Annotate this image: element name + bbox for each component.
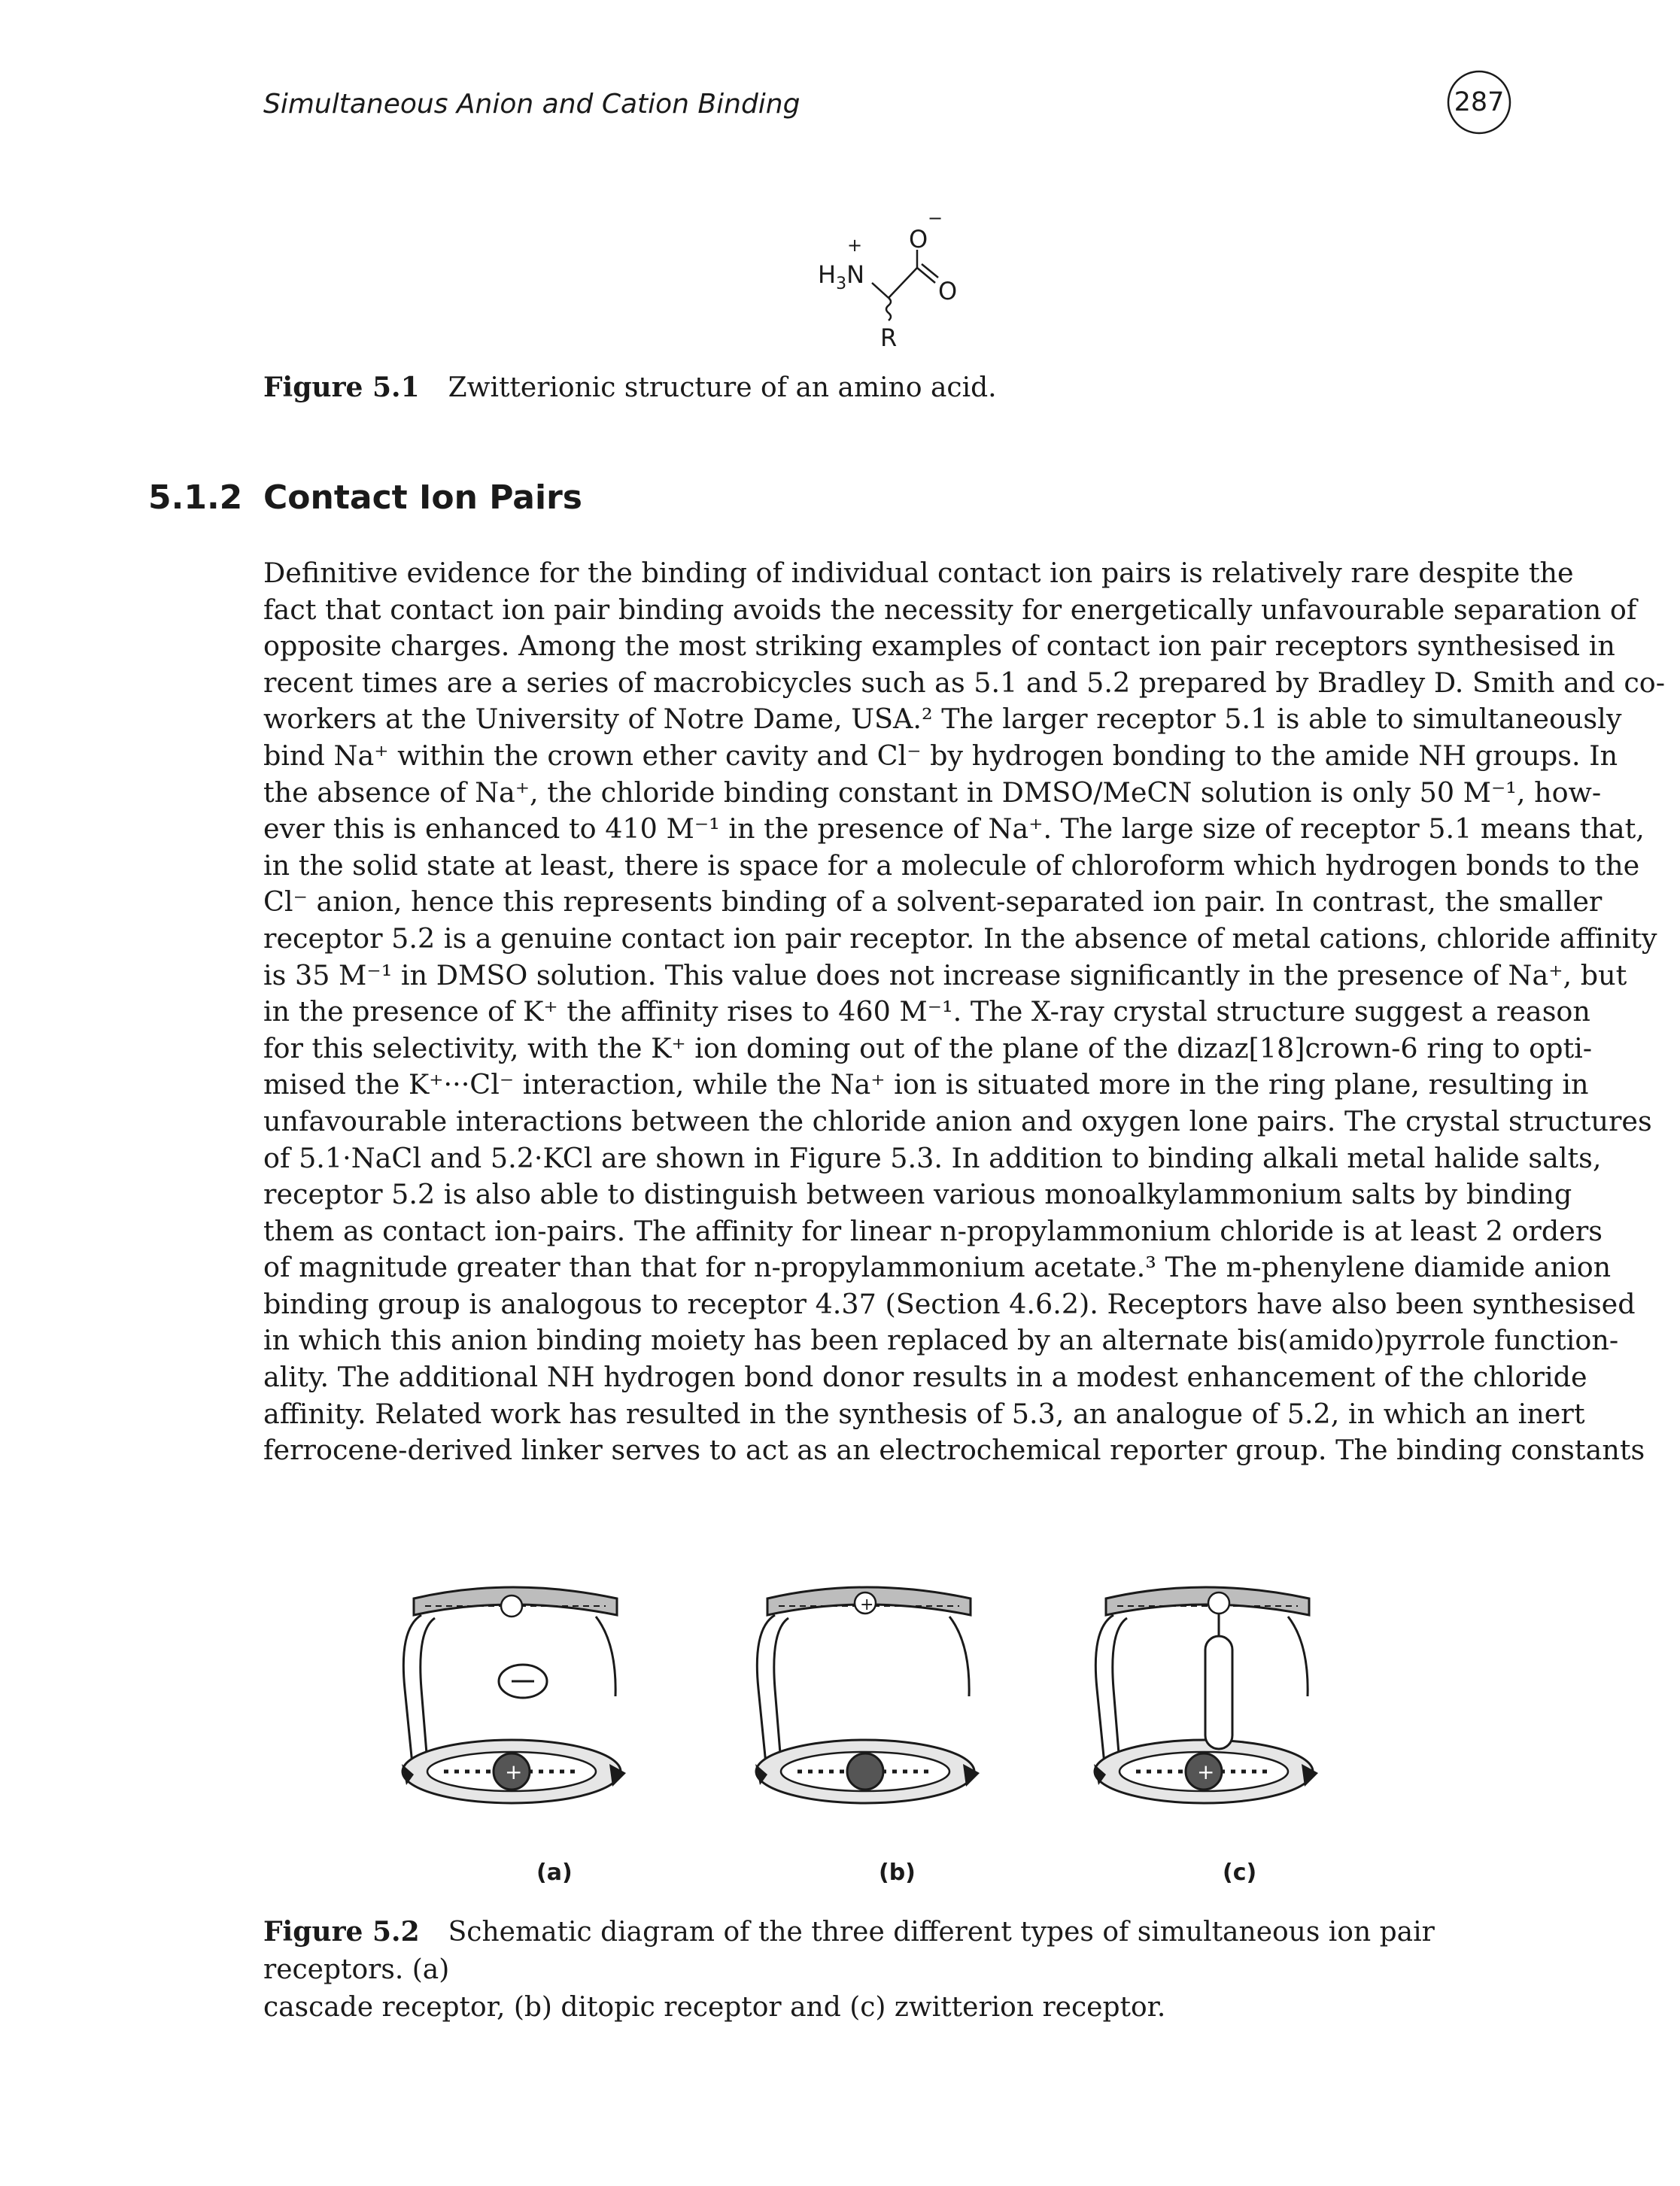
body-line: in which this anion binding moiety has b… [263,1324,1619,1357]
body-line: in the solid state at least, there is sp… [263,849,1640,882]
body-line: the absence of Na⁺, the chloride binding… [263,776,1602,809]
bond-c-o-double-2 [921,263,939,278]
bond-n-calpha [871,282,889,299]
body-line: bind Na⁺ within the crown ether cavity a… [263,739,1618,772]
page-number-circle [1447,70,1511,135]
section-title: Contact Ion Pairs [263,478,582,517]
panel-label-c: (c) [1223,1860,1257,1886]
bond-c-o-double-1 [916,267,936,284]
figure-5-2-caption-line: Schematic diagram of the three different… [263,1917,1435,1985]
ammonium-label: H3N [818,260,864,293]
body-line: ferrocene-derived linker serves to act a… [263,1434,1645,1467]
body-line: of 5.1·NaCl and 5.2·KCl are shown in Fig… [263,1141,1602,1174]
cation-top-b [853,1591,877,1615]
body-line: workers at the University of Notre Dame,… [263,703,1622,736]
body-line: recent times are a series of macrobicycl… [263,666,1666,699]
side-chain-label: R [880,323,897,352]
bond-calpha-carbonyl [888,267,918,299]
body-line: opposite charges. Among the most strikin… [263,630,1615,663]
page-number-badge: 287 [1446,69,1512,135]
bound-ion-b [846,1752,885,1791]
panel-c-schematic: + [1094,1587,1318,1803]
svg-text:+: + [860,1595,873,1614]
oxygen-top-label: O [909,225,928,254]
body-line: fact that contact ion pair binding avoid… [263,593,1637,626]
figure-5-1-caption-text: Zwitterionic structure of an amino acid. [448,372,997,403]
section-number: 5.1.2 [148,478,243,517]
ammonium-charge: + [847,235,862,256]
body-line: receptor 5.2 is a genuine contact ion pa… [263,921,1657,955]
receptor-schematics: + + + [391,1568,1384,1839]
body-line: ality. The additional NH hydrogen bond d… [263,1361,1587,1394]
bound-ion-a [492,1752,531,1791]
cation-top-a [500,1594,524,1618]
body-line: ever this is enhanced to 410 M⁻¹ in the … [263,812,1645,846]
body-paragraph: Definitive evidence for the binding of i… [263,555,1666,1469]
svg-text:+: + [505,1759,522,1784]
oxygen-right-label: O [938,277,957,305]
figure-5-1-label: Figure 5.1 [263,372,420,403]
figure-5-2-caption-line: cascade receptor, (b) ditopic receptor a… [263,1992,1166,2023]
figure-5-2-label: Figure 5.2 [263,1916,420,1948]
panel-label-a: (a) [536,1860,573,1886]
body-line: is 35 M⁻¹ in DMSO solution. This value d… [263,958,1627,991]
body-line: in the presence of K⁺ the affinity rises… [263,995,1590,1028]
body-line: Cl⁻ anion, hence this represents binding… [263,885,1603,918]
body-line: for this selectivity, with the K⁺ ion do… [263,1031,1593,1064]
body-line: unfavourable interactions between the ch… [263,1104,1652,1137]
body-line: affinity. Related work has resulted in t… [263,1397,1585,1430]
panel-a-schematic: + [402,1587,626,1803]
body-line: of magnitude greater than that for n-pro… [263,1251,1612,1284]
body-line: mised the K⁺···Cl⁻ interaction, while th… [263,1068,1589,1101]
body-line: Definitive evidence for the binding of i… [263,557,1574,589]
running-head: Simultaneous Anion and Cation Binding [263,89,801,120]
body-line: receptor 5.2 is also able to distinguish… [263,1178,1572,1211]
cation-top-c [1207,1591,1231,1615]
carboxylate-charge: − [928,211,943,229]
panel-b-schematic: + [755,1587,980,1803]
page-number: 287 [1454,87,1505,117]
body-line: binding group is analogous to receptor 4… [263,1287,1636,1320]
wavy-bond-r [885,297,892,321]
body-line: them as contact ion-pairs. The affinity … [263,1214,1603,1247]
figure-5-1-caption: Figure 5.1 Zwitterionic structure of an a… [263,369,1512,407]
bound-ion-c [1184,1752,1223,1791]
panel-label-b: (b) [879,1860,916,1886]
svg-text:+: + [1197,1759,1214,1784]
amino-acid-structure: + H3N O − O R [818,211,957,352]
zwitterion-tether [1204,1635,1234,1750]
